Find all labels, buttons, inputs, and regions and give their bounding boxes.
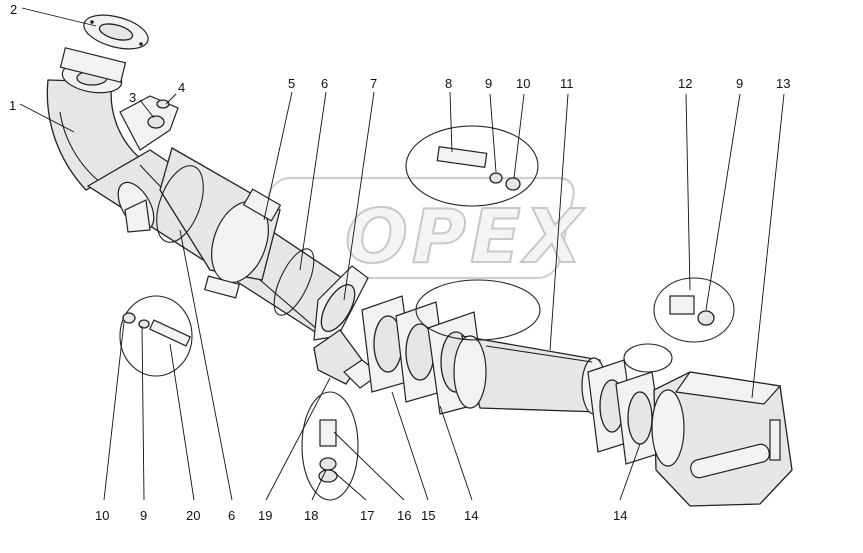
callout-7: 7: [370, 76, 377, 91]
part-muffler-13: [651, 371, 793, 507]
callout-13: 13: [776, 76, 790, 91]
callout-15: 15: [421, 508, 435, 523]
part-pipe-11: [453, 335, 607, 415]
callout-19: 19: [258, 508, 272, 523]
part-elbow-pipe-1: [46, 47, 144, 191]
callout-9-bot: 9: [140, 508, 147, 523]
callout-14-left: 14: [464, 508, 478, 523]
callout-10-bot: 10: [95, 508, 109, 523]
detail-bubble-bottom: [301, 391, 359, 501]
part-flange-7: [313, 265, 369, 341]
callout-6-top: 6: [321, 76, 328, 91]
part-gasket-6: [273, 248, 315, 316]
callout-10-top: 10: [516, 76, 530, 91]
watermark-text: OPEX: [345, 194, 586, 280]
callout-8: 8: [445, 76, 452, 91]
callout-1: 1: [9, 98, 16, 113]
callout-12: 12: [678, 76, 692, 91]
part-gasket-2: [83, 14, 149, 50]
callout-3: 3: [129, 90, 136, 105]
leader-lines: [19, 7, 785, 501]
detail-bubble-left: [119, 295, 193, 377]
part-bracket-3-4: [119, 95, 179, 151]
callout-14-right: 14: [613, 508, 627, 523]
callout-9-top: 9: [485, 76, 492, 91]
callout-20: 20: [186, 508, 200, 523]
callout-16: 16: [397, 508, 411, 523]
callout-2: 2: [10, 2, 17, 17]
callout-4: 4: [178, 80, 185, 95]
callout-18: 18: [304, 508, 318, 523]
callout-6-bot: 6: [228, 508, 235, 523]
callout-9-right: 9: [736, 76, 743, 91]
detail-bubble-small: [623, 343, 673, 373]
detail-bubble-right: [653, 277, 735, 343]
callout-11: 11: [560, 76, 574, 91]
callout-17: 17: [360, 508, 374, 523]
detail-bubble-bolt-top: [405, 125, 539, 207]
callout-labels: 2 1 3 4 5 6 7 8 9 10 11 12 9 13 10 9 20 …: [9, 2, 790, 523]
callout-5: 5: [288, 76, 295, 91]
part-flange-14-right-b: [615, 371, 665, 465]
part-clamp-5: [156, 147, 282, 299]
detail-bubble-center: [415, 279, 541, 341]
watermark-logo: OPEX: [253, 176, 586, 281]
